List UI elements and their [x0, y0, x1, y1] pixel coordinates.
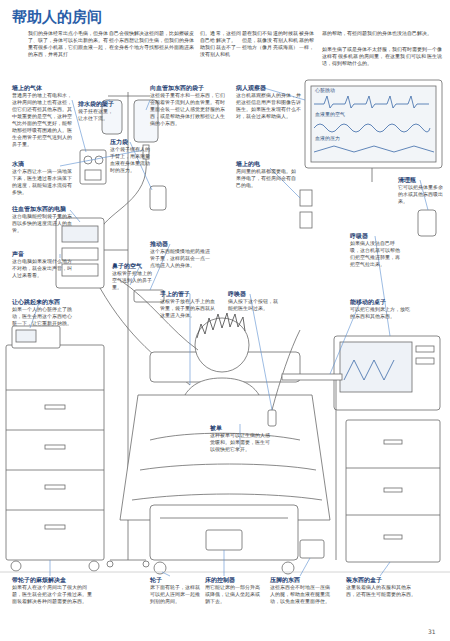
- callout-text: 房间里的机器都需要电。如果停电了，有些房间会有自己的电。: [236, 168, 298, 189]
- screen-label: 血液里的空气: [315, 111, 345, 118]
- callout-text: 这台机器观察病人的身体，并把这些信息用声音和图像告诉医生。如果医生发现有什么不对…: [236, 92, 302, 120]
- callout-text: 这种被单可以让生病的人感觉暖和。如果需要，医生可以很快把它拿开。: [210, 432, 272, 453]
- callout-text: 用它能让床的一部分升高或降低，让病人坐起来或躺下去。: [205, 584, 263, 605]
- callout-heading: 手上的管子: [160, 290, 215, 298]
- callout-heading: 墙上的气体: [12, 84, 74, 92]
- intro-paragraph: 如果生病了或是身体不太舒服，我们有时需要到一个像这样有很多机器的房间里，在这里我…: [322, 46, 442, 67]
- callout-heading: 向血管加东西的袋子: [150, 84, 228, 92]
- intro-paragraph: 们。通常，这些问题在我们不知道的时候就被身体自己给解决了。 但是，就像没有别人和…: [200, 30, 314, 58]
- callout: 轮子床下面有轮子，这样就可以把人连同床一起推到别的房间。: [150, 576, 200, 605]
- callout: 装东西的盒子这里装着病人的衣服和其他东西，还有医生可能需要的东西。: [346, 576, 420, 598]
- screen-label: 心脏跳动: [315, 87, 335, 94]
- page-title: 帮助人的房间: [12, 8, 102, 27]
- callout: 被单这种被单可以让生病的人感觉暖和。如果需要，医生可以很快把它拿开。: [210, 424, 272, 453]
- callout-text: 这台电脑能控制袋子里的东西以多快的速度流进人的血管。: [12, 213, 74, 234]
- callout-heading: 推动器: [150, 240, 210, 248]
- callout: 鼻子的空气这根管子把墙上的空气送到人的鼻子里。: [112, 262, 154, 291]
- callout-text: 这些袋子里有水和一些东西，它们会顺着管子流到人的血管里。有时里面会装一些让人感觉…: [150, 92, 228, 127]
- callout: 清理瓶它可以把身体里多余的水或其他东西吸出来。: [398, 176, 444, 205]
- callout-heading: 清理瓶: [398, 176, 444, 184]
- callout-text: 如果有人在这个房间出了很大的问题，医生就会把这个盒子推过来。里面装着解决各种问题…: [12, 584, 94, 605]
- callout: 床的控制器用它能让床的一部分升高或降低，让病人坐起来或躺下去。: [205, 576, 263, 605]
- callout-text: 这个袋子绑在人的手臂上，用来测量血液在身体里流动时的压力。: [110, 146, 150, 174]
- callout-text: 病人按下这个按钮，就能把医生叫过来。: [228, 298, 280, 312]
- screen-label: 血液的压力: [315, 135, 340, 142]
- callout: 水滴这个东西让水一滴一滴地落下来，医生通过看水滴落下的速度，就能知道水流得有多快…: [12, 160, 74, 196]
- callout-heading: 声音: [12, 250, 74, 258]
- callout: 推动器这个东西能慢慢地把药推进管子里，这样药就会一点一点地进入人的身体。: [150, 240, 210, 269]
- callout-text: 这个东西能慢慢地把药推进管子里，这样药就会一点一点地进入人的身体。: [150, 248, 210, 269]
- page-number: 31: [428, 628, 436, 635]
- callout-text: 这些东西会不时地压一压病人的腿，帮助血液在腿里流动，以免血液在里面停住。: [270, 584, 334, 605]
- callout-heading: 装东西的盒子: [346, 576, 420, 584]
- callout: 手上的管子这根管子放在人手上的血管里，袋子里的东西就从这里进入身体。: [160, 290, 215, 319]
- callout-heading: 水滴: [12, 160, 74, 168]
- callout: 墙上的电房间里的机器都需要电。如果停电了，有些房间会有自己的电。: [236, 160, 298, 189]
- intro-paragraph: 器的帮助，有些问题我们的身体也没法自己解决。: [322, 30, 442, 37]
- callout-heading: 轮子: [150, 576, 200, 584]
- callout-text: 袋子挂在这里，让水往下流。: [78, 108, 116, 122]
- callout: 呼唤器病人按下这个按钮，就能把医生叫过来。: [228, 290, 280, 312]
- callout-heading: 呼吸器: [350, 232, 402, 240]
- callout-heading: 带轮子的麻烦解决盒: [12, 576, 94, 584]
- callout: 排水袋的架子袋子挂在这里，让水往下流。: [78, 100, 116, 122]
- callout-text: 这个东西让水一滴一滴地落下来，医生通过看水滴落下的速度，就能知道水流得有多快。: [12, 168, 74, 196]
- monitor-screen: 心脏跳动血液里的空气血液的压力: [311, 86, 436, 162]
- callout-text: 这里装着病人的衣服和其他东西，还有医生可能需要的东西。: [346, 584, 420, 598]
- callout: 能移动的桌子可以把它推到床上方，放吃的东西和其他东西。: [350, 298, 412, 320]
- callout: 向血管加东西的袋子这些袋子里有水和一些东西，它们会顺着管子流到人的血管里。有时里…: [150, 84, 228, 127]
- callout-text: 普通房子的墙上有电和水，这种房间的墙上也有这些，但它们还有些其他东西。其中最重要…: [12, 92, 74, 148]
- callout: 墙上的气体普通房子的墙上有电和水，这种房间的墙上也有这些，但它们还有些其他东西。…: [12, 84, 74, 148]
- callout: 压力袋这个袋子绑在人的手臂上，用来测量血液在身体里流动时的压力。: [110, 138, 150, 174]
- callout-heading: 压脚的东西: [270, 576, 334, 584]
- callout-text: 这台电脑如果发现什么地方不对劲，就会发出声音，叫人过来看看。: [12, 258, 74, 279]
- callout-heading: 压力袋: [110, 138, 150, 146]
- callout-heading: 能移动的桌子: [350, 298, 412, 306]
- callout-heading: 床的控制器: [205, 576, 263, 584]
- callout: 往血管加东西的电脑这台电脑能控制袋子里的东西以多快的速度流进人的血管。: [12, 205, 74, 234]
- callout-heading: 鼻子的空气: [112, 262, 154, 270]
- callout-text: 如果一个人的心脏停止了跳动，医生会用这个东西给心脏一下，让它重新开始跳。: [12, 306, 74, 327]
- callout: 病人观察器这台机器观察病人的身体，并把这些信息用声音和图像告诉医生。如果医生发现…: [236, 84, 302, 120]
- callout-heading: 呼唤器: [228, 290, 280, 298]
- callout-heading: 病人观察器: [236, 84, 302, 92]
- callout-text: 这根管子放在人手上的血管里，袋子里的东西就从这里进入身体。: [160, 298, 215, 319]
- callout-text: 可以把它推到床上方，放吃的东西和其他东西。: [350, 306, 412, 320]
- intro-paragraph: 我们的身体经常出点小毛病，但身体自己会很快解决这些问题，比如擦破皮了、咳了，身体…: [28, 30, 194, 58]
- callout: 声音这台电脑如果发现什么地方不对劲，就会发出声音，叫人过来看看。: [12, 250, 74, 279]
- callout-text: 它可以把身体里多余的水或其他东西吸出来。: [398, 184, 444, 205]
- callout-text: 这根管子把墙上的空气送到人的鼻子里。: [112, 270, 154, 291]
- callout: 让心跳起来的东西如果一个人的心脏停止了跳动，医生会用这个东西给心脏一下，让它重新…: [12, 298, 74, 327]
- callout-heading: 让心跳起来的东西: [12, 298, 74, 306]
- callout: 呼吸器如果病人没法自己呼吸，这台机器可以帮他们把空气推进肺里，再把空气拉出来。: [350, 232, 402, 268]
- callout-text: 床下面有轮子，这样就可以把人连同床一起推到别的房间。: [150, 584, 200, 605]
- callout-text: 如果病人没法自己呼吸，这台机器可以帮他们把空气推进肺里，再把空气拉出来。: [350, 240, 402, 268]
- callout-heading: 排水袋的架子: [78, 100, 116, 108]
- callout: 压脚的东西这些东西会不时地压一压病人的腿，帮助血液在腿里流动，以免血液在里面停住…: [270, 576, 334, 605]
- callout-heading: 往血管加东西的电脑: [12, 205, 74, 213]
- callout-heading: 墙上的电: [236, 160, 298, 168]
- callout: 带轮子的麻烦解决盒如果有人在这个房间出了很大的问题，医生就会把这个盒子推过来。里…: [12, 576, 94, 605]
- callout-heading: 被单: [210, 424, 272, 432]
